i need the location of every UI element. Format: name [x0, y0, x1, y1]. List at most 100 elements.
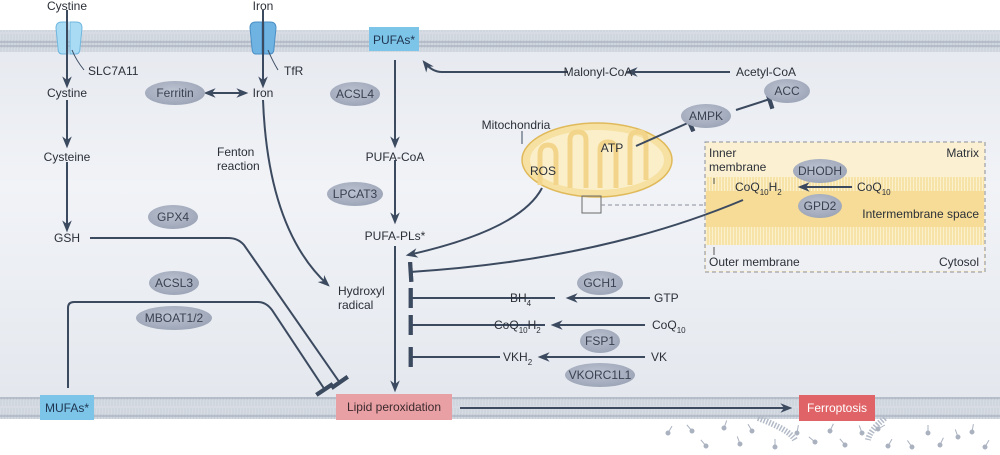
- lipid-fragment-icon: [700, 439, 709, 449]
- mitochondria-label: Mitochondria: [482, 118, 551, 132]
- enzyme-label: ACSL3: [155, 276, 193, 290]
- enzyme-label: VKORC1L1: [569, 368, 632, 382]
- lipid-fragment-icon: [937, 437, 944, 448]
- inset-coq10h2-label: CoQ10H2: [735, 180, 782, 197]
- extracellular-cystine-label: Cystine: [47, 0, 87, 13]
- acetyl-coa-label: Acetyl-CoA: [736, 65, 796, 79]
- lipid-fragment-icon: [721, 420, 728, 431]
- lipid-fragment-icon: [982, 439, 990, 450]
- enzyme-gch1: GCH1: [577, 271, 623, 295]
- lipid-fragment-icon: [969, 424, 975, 435]
- enzyme-ellipse: [145, 81, 205, 105]
- enzyme-ellipse: [148, 205, 198, 229]
- enzyme-label: DHODH: [798, 164, 842, 178]
- membrane-rupture-left: [756, 415, 798, 442]
- enzyme-ellipse: [793, 159, 847, 183]
- enzyme-vkorc1l1: VKORC1L1: [565, 363, 635, 387]
- fenton-label-line1: Fenton: [217, 145, 254, 159]
- pathway-edges: [62, 10, 852, 413]
- coq10-label: CoQ10: [652, 318, 686, 335]
- lipid-fragment-icon: [772, 439, 778, 450]
- plasma-membrane-top: [0, 30, 1000, 52]
- pufa-pls-label: PUFA-PLs*: [365, 229, 426, 243]
- enzyme-label: LPCAT3: [333, 187, 378, 201]
- enzyme-ampk: AMPK: [681, 104, 731, 128]
- membrane-rupture-right: [865, 415, 887, 441]
- lipid-fragment-icon: [827, 423, 834, 434]
- lipid-fragment-icon: [885, 438, 893, 449]
- lipid-fragment-icon: [736, 436, 743, 447]
- enzyme-ellipse: [565, 363, 635, 387]
- matrix-label: Matrix: [946, 146, 979, 160]
- enzyme-ellipse: [330, 82, 380, 106]
- lipid-fragment-icon: [907, 440, 915, 450]
- gtp-label: GTP: [654, 291, 679, 305]
- coq10h2-label: CoQ10H2: [494, 318, 541, 335]
- enzyme-acsl3: ACSL3: [149, 271, 199, 295]
- enzyme-label: AMPK: [689, 109, 723, 123]
- enzyme-label: ACC: [774, 84, 800, 98]
- tfr-transporter-icon: [249, 21, 277, 55]
- lipid-peroxidation-label: Lipid peroxidation: [347, 400, 441, 414]
- lipid-fragment-icon: [839, 438, 848, 448]
- cysteine-label: Cysteine: [44, 150, 91, 164]
- tfr-label: TfR: [284, 64, 304, 78]
- lipid-fragment-icon: [794, 425, 800, 436]
- pufas-label: PUFAs*: [373, 33, 415, 47]
- vkh2-label: VKH2: [503, 350, 533, 367]
- hydroxyl-label-line2: radical: [338, 298, 373, 312]
- enzyme-label: FSP1: [585, 334, 615, 348]
- lipid-fragment-icon: [808, 436, 818, 445]
- outer-membrane-label: Outer membrane: [709, 255, 800, 269]
- enzyme-label: GPD2: [804, 199, 837, 213]
- inset-coq10-label: CoQ10: [857, 180, 891, 197]
- enzyme-ellipse: [681, 104, 731, 128]
- lipid-peroxidation-box: [336, 394, 452, 420]
- enzyme-acsl4: ACSL4: [330, 82, 380, 106]
- ferroptosis-label: Ferroptosis: [807, 401, 867, 415]
- enzyme-ellipse: [149, 271, 199, 295]
- enzyme-fsp1: FSP1: [580, 329, 620, 353]
- enzyme-acc: ACC: [764, 79, 810, 103]
- pufa-coa-label: PUFA-CoA: [366, 150, 425, 164]
- cystine-label: Cystine: [47, 86, 87, 100]
- intermembrane-space-label: Intermembrane space: [862, 207, 979, 221]
- enzyme-ellipse: [764, 79, 810, 103]
- enzyme-ellipse: [580, 329, 620, 353]
- enzyme-gpx4: GPX4: [148, 205, 198, 229]
- enzyme-ferritin: Ferritin: [145, 81, 205, 105]
- inner-membrane-label-line1: Inner: [709, 146, 736, 160]
- enzyme-label: Ferritin: [156, 86, 193, 100]
- enzyme-label: GCH1: [583, 276, 617, 290]
- extracellular-iron-label: Iron: [253, 0, 274, 13]
- enzyme-dhodh: DHODH: [793, 159, 847, 183]
- lipid-fragment-icon: [954, 429, 961, 440]
- enzyme-lpcat3: LPCAT3: [327, 182, 383, 206]
- mufas-label: MUFAs*: [45, 401, 89, 415]
- cytosol-label: Cytosol: [939, 255, 979, 269]
- fenton-label-line2: reaction: [217, 159, 260, 173]
- enzyme-ellipse: [577, 271, 623, 295]
- lipid-fragment-icon: [875, 424, 886, 432]
- enzyme-label: ACSL4: [336, 87, 374, 101]
- enzyme-ellipse: [136, 306, 212, 330]
- lipid-debris: [665, 420, 990, 450]
- bh4-label: BH4: [510, 291, 532, 308]
- lipid-fragment-icon: [747, 423, 755, 434]
- enzyme-label: MBOAT1/2: [145, 311, 204, 325]
- mitochondrion-icon: [521, 122, 673, 214]
- enzyme-label: GPX4: [157, 210, 189, 224]
- lipid-fragment-icon: [665, 425, 673, 436]
- enzyme-gpd2: GPD2: [798, 194, 842, 218]
- mufas-box: [40, 395, 94, 420]
- vk-label: VK: [651, 350, 667, 364]
- mitochondrial-membrane-inset: [704, 141, 986, 273]
- malonyl-coa-label: Malonyl-CoA: [564, 65, 633, 79]
- lipid-fragment-icon: [686, 424, 695, 434]
- atp-label: ATP: [601, 141, 623, 155]
- enzyme-ellipse: [798, 194, 842, 218]
- ferroptosis-box: [799, 395, 875, 421]
- slc7a11-label: SLC7A11: [88, 64, 139, 78]
- inner-membrane-label-line2: membrane: [709, 160, 767, 174]
